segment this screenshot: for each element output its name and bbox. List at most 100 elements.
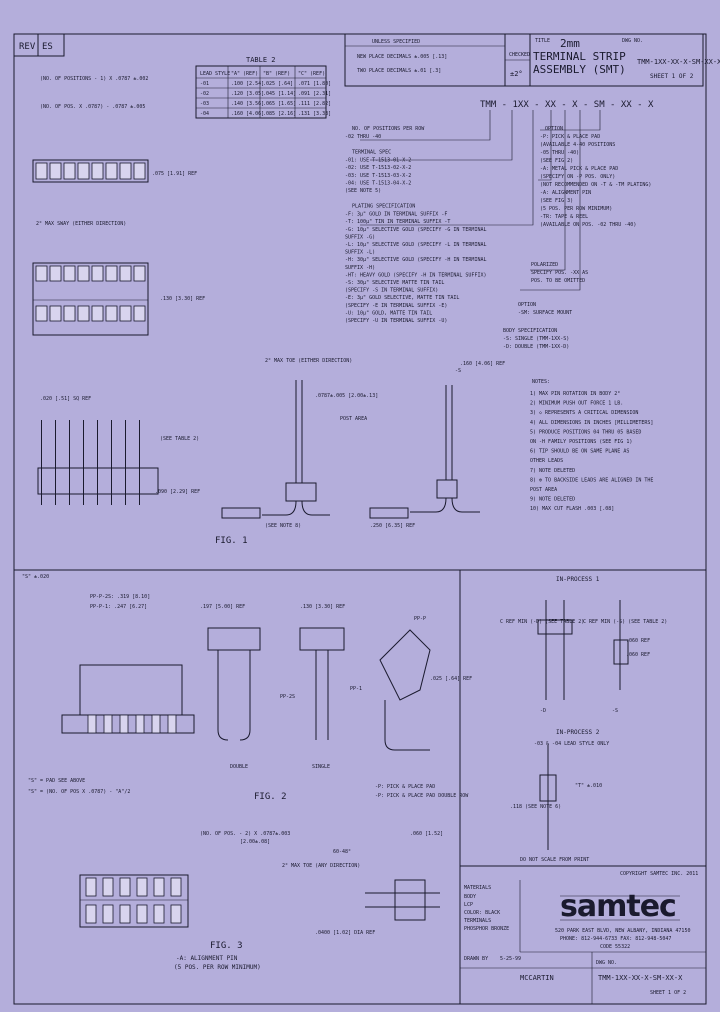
- alignment-pin-b: [85, 904, 97, 924]
- pick-place-pin: [119, 714, 129, 734]
- drawn-by: MCCARTIN: [520, 974, 554, 982]
- pn-body-spec-line: BODY SPECIFICATION: [503, 328, 557, 334]
- pn-option-line: -05 THRU -40): [540, 150, 579, 156]
- pin-top-double-b: [49, 305, 62, 322]
- pn-polarized-line: POLARIZED: [531, 262, 558, 268]
- note-item: 6) TIP SHOULD BE ON SAME PLANE AS: [530, 449, 629, 455]
- pn-field-line: -S: 30µ" SELECTIVE MATTE TIN TAIL: [345, 280, 444, 286]
- note-item: ON -H FAMILY POSITIONS (SEE FIG 1): [530, 439, 632, 445]
- pin-top-double-b: [133, 305, 146, 322]
- table-2-cell: .091 [2.31]: [298, 91, 331, 97]
- in-process-2-title: IN-PROCESS 2: [556, 729, 600, 736]
- tolerance-line2: TWO PLACE DECIMALS ±.01 [.3]: [357, 68, 441, 74]
- notes-head: NOTES:: [532, 379, 550, 385]
- title-line-2: TERMINAL STRIP: [533, 50, 626, 63]
- fig-3-caption: -A: ALIGNMENT PIN: [176, 955, 238, 962]
- fig-1-dimension: .090 [2.29] REF: [155, 489, 200, 495]
- material-line: BODY: [464, 894, 476, 900]
- pin-top-single: [91, 162, 104, 180]
- fig-3-dimension: (NO. OF POS. - 2) X .0787±.003: [200, 831, 290, 837]
- pn-option-line: -TR: TAPE & REEL: [540, 214, 588, 220]
- pn-field-line: -U: 10µ" GOLD, MATTE TIN TAIL: [345, 310, 432, 316]
- dwg-label: DWG NO.: [622, 38, 643, 44]
- fig-3-label: FIG. 3: [210, 941, 243, 951]
- pin-top-double-b: [119, 305, 132, 322]
- sheet-number-bottom: SHEET 1 OF 2: [650, 990, 686, 996]
- table-2-cell: .100 [2.54]: [231, 81, 264, 87]
- pn-field-line: -01: USE T-1513-01-X-2: [345, 158, 411, 164]
- note-item: 5) PRODUCE POSITIONS 04 THRU 05 BASED: [530, 429, 641, 435]
- table-2-cell: .120 [3.05]: [231, 91, 264, 97]
- title-block: UNLESS SPECIFIED NEW PLACE DECIMALS ±.00…: [344, 33, 720, 87]
- table-2-cell: .085 [2.16]: [263, 111, 296, 117]
- pn-option-line: -A: METAL PICK & PLACE PAD: [540, 166, 618, 172]
- fig-1-dimension: .020 [.51] SQ REF: [40, 396, 91, 402]
- in-process-1-title: IN-PROCESS 1: [556, 576, 600, 583]
- fig-1-label: FIG. 1: [215, 536, 248, 546]
- note-item: POST AREA: [530, 487, 557, 493]
- fig-1-dimension: .0787±.005 [2.00±.13]: [315, 393, 378, 399]
- pn-polarized-line: POS. TO BE OMITTED: [531, 278, 585, 284]
- fig-1-dimension: .160 [4.06] REF: [460, 361, 505, 367]
- alignment-pin-a: [153, 877, 165, 897]
- fig-2-dimension: -P: PICK & PLACE PAD DOUBLE ROW: [375, 793, 469, 799]
- table-2-cell: -04: [200, 111, 209, 117]
- fig-1-dimension: (SEE TABLE 2): [160, 436, 199, 442]
- fig-3-dimension: .060 [1.52]: [410, 831, 443, 837]
- pin-top-single: [35, 162, 48, 180]
- part-number-code: TMM - 1XX - XX - X - SM - XX - X: [480, 100, 654, 110]
- pick-place-pin: [87, 714, 97, 734]
- company-block: samtec 520 PARK EAST BLVD, NEW ALBANY, I…: [459, 857, 707, 1005]
- fig-2-dimension: "S" ±.020: [22, 574, 49, 580]
- table-2-cell: .065 [1.65]: [263, 101, 296, 107]
- pn-option-line: (5 POS. PER ROW MINIMUM): [540, 206, 612, 212]
- table-2-cell: .160 [4.06]: [231, 111, 264, 117]
- alignment-pin-a: [119, 877, 131, 897]
- company-address-1: 520 PARK EAST BLVD, NEW ALBANY, INDIANA …: [555, 928, 690, 934]
- fig-2-dimension: -P: PICK & PLACE PAD: [375, 784, 435, 790]
- fig-2-label: FIG. 2: [254, 792, 287, 802]
- pn-polarized-line: SPECIFY POS. -XX AS: [531, 270, 588, 276]
- fig-3-alignment-pin: (NO. OF POS. - 2) X .0787±.003[2.00±.08]…: [79, 831, 443, 936]
- pin-top-single: [63, 162, 76, 180]
- fig-1-dimension: 2° MAX SWAY (EITHER DIRECTION): [36, 221, 126, 227]
- table-2-cell: .140 [3.56]: [231, 101, 264, 107]
- scale-note: DO NOT SCALE FROM PRINT: [520, 857, 589, 863]
- fig-2-dimension: PP-P-1: .247 [6.27]: [90, 604, 147, 610]
- pin-top-single: [105, 162, 118, 180]
- pn-field-line: -T: 100µ" TIN IN TERMINAL SUFFIX -T: [345, 219, 450, 225]
- company-code: CODE 55322: [600, 944, 630, 950]
- pn-option-line: -A: ALIGNMENT PIN: [540, 190, 591, 196]
- table-2-cell: .111 [2.82]: [298, 101, 331, 107]
- note-item: 2) MINIMUM PUSH OUT FORCE 1 LB.: [530, 401, 623, 407]
- pn-field-line: -03: USE T-1513-03-X-2: [345, 173, 411, 179]
- fig-1-dimension: .075 [1.91] REF: [152, 171, 197, 177]
- alignment-pin-b: [153, 904, 165, 924]
- tolerance-line1: NEW PLACE DECIMALS ±.005 [.13]: [357, 54, 447, 60]
- pn-option-line: (NOT RECOMMENDED ON -T & -TM PLATING): [540, 182, 651, 188]
- fig-1-dimension: .130 [3.30] REF: [160, 296, 205, 302]
- note-item: 7) NOTE DELETED: [530, 468, 575, 474]
- note-item: 1) MAX PIN ROTATION IN BODY 2°: [530, 391, 620, 397]
- unless-specified: UNLESS SPECIFIED: [372, 39, 420, 45]
- table-2: TABLE 2 LEAD STYLE"A" (REF)"B" (REF)"C" …: [195, 56, 331, 119]
- pn-field-line: -L: 10µ" SELECTIVE GOLD (SPECIFY -L IN T…: [345, 242, 486, 248]
- alignment-pin-b: [119, 904, 131, 924]
- samtec-logo: samtec: [560, 889, 676, 924]
- pn-body-spec-line: -D: DOUBLE (TMM-1XX-D): [503, 344, 569, 350]
- fig-2-dimension: PP-2S: [280, 694, 295, 700]
- note-item: 8) ⊕ TO BACKSIDE LEADS ARE ALIGNED IN TH…: [530, 477, 653, 483]
- pn-option-line: (AVAILABLE 4-40 POSITIONS: [540, 142, 615, 148]
- note-item: 10) MAX CUT FLASH .003 [.08]: [530, 506, 614, 512]
- pn-option-line: (SEE FIG 3): [540, 198, 573, 204]
- pn-field-line: -F: 3µ" GOLD IN TERMINAL SUFFIX -F: [345, 212, 447, 218]
- pick-place-pin: [151, 714, 161, 734]
- note-item: 3) ◇ REPRESENTS A CRITICAL DIMENSION: [530, 410, 638, 416]
- in-process-2-sub: -03 & -04 LEAD STYLE ONLY: [534, 741, 609, 747]
- material-line: COLOR: BLACK: [464, 910, 500, 916]
- pin-top-double-a: [63, 265, 76, 282]
- drawn-by-label: DRAWN BY: [464, 956, 488, 962]
- pn-field-line: SUFFIX -L): [345, 250, 375, 256]
